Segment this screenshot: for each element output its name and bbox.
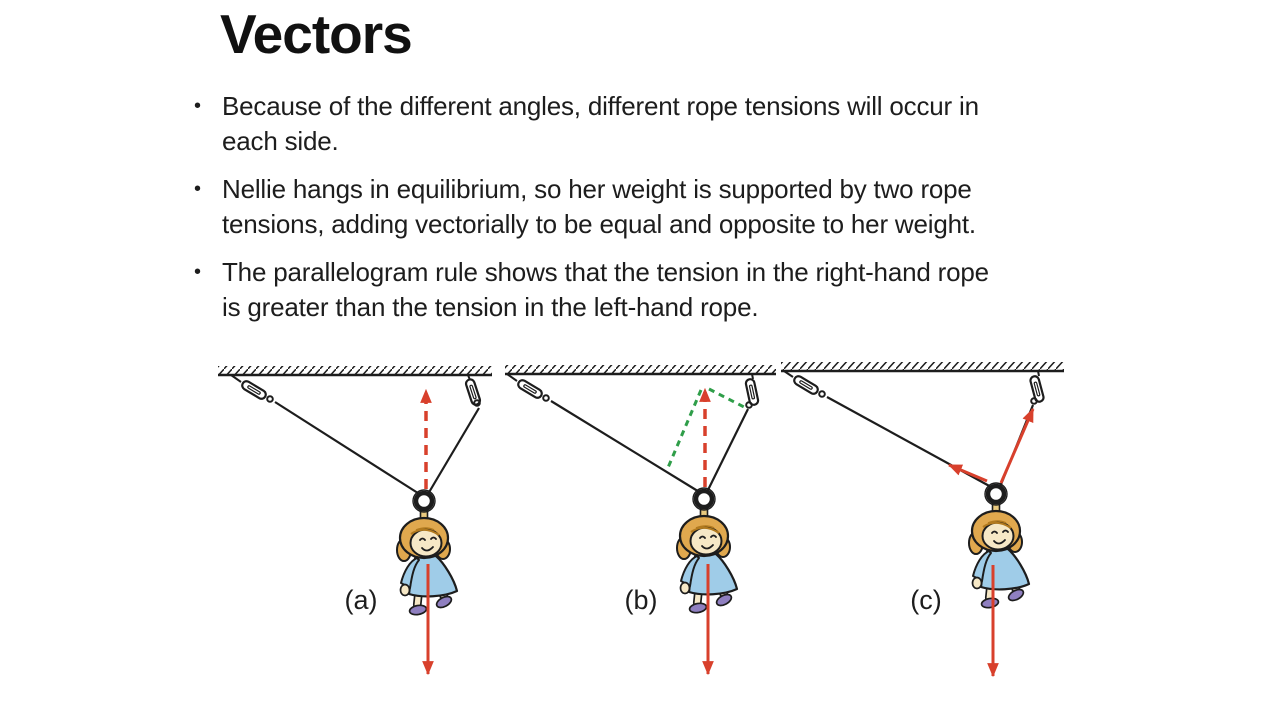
bullet-text: Because of the different angles, differe… bbox=[222, 89, 979, 159]
panel-label: (b) bbox=[625, 585, 658, 615]
eyebolt-anchor bbox=[464, 374, 482, 407]
bullet-item: • Because of the different angles, diffe… bbox=[194, 89, 1124, 159]
bullet-line: each side. bbox=[222, 126, 339, 156]
tension-arrow bbox=[947, 463, 988, 483]
rope bbox=[274, 401, 422, 496]
eyebolt-anchor bbox=[506, 373, 550, 402]
bullet-line: The parallelogram rule shows that the te… bbox=[222, 257, 989, 287]
figure-panel-b: (b) bbox=[505, 365, 776, 676]
bullet-marker: • bbox=[194, 95, 202, 117]
tension-arrow bbox=[999, 407, 1035, 484]
bullet-text: The parallelogram rule shows that the te… bbox=[222, 255, 989, 325]
bullet-item: • The parallelogram rule shows that the … bbox=[194, 255, 1124, 325]
slide-title: Vectors bbox=[220, 3, 413, 65]
rope bbox=[427, 407, 480, 495]
bullet-text: Nellie hangs in equilibrium, so her weig… bbox=[222, 172, 976, 242]
parallelogram-dash bbox=[665, 389, 703, 471]
panel-label: (c) bbox=[910, 585, 941, 615]
eyebolt-anchor bbox=[783, 370, 826, 398]
ceiling-hatching bbox=[781, 362, 1064, 371]
rope bbox=[550, 400, 702, 494]
rope bbox=[706, 408, 749, 493]
eyebolt-anchor bbox=[744, 373, 760, 409]
bullet-marker: • bbox=[194, 261, 202, 283]
bullet-line: tensions, adding vectorially to be equal… bbox=[222, 209, 976, 239]
figure-panel-a: (a) bbox=[218, 366, 492, 676]
bullet-list: • Because of the different angles, diffe… bbox=[194, 89, 1124, 338]
ceiling-hatching bbox=[505, 365, 776, 374]
figure-panel-c: (c) bbox=[781, 362, 1064, 678]
bullet-line: Because of the different angles, differe… bbox=[222, 91, 979, 121]
parallelogram-dash bbox=[708, 387, 745, 409]
panel-label: (a) bbox=[345, 585, 378, 615]
bullet-marker: • bbox=[194, 178, 202, 200]
bullet-line: Nellie hangs in equilibrium, so her weig… bbox=[222, 174, 972, 204]
nellie-figure bbox=[969, 483, 1029, 609]
ceiling-hatching bbox=[218, 366, 492, 375]
bullet-line: is greater than the tension in the left-… bbox=[222, 292, 759, 322]
eyebolt-anchor bbox=[1029, 370, 1045, 405]
eyebolt-anchor bbox=[230, 374, 274, 403]
bullet-item: • Nellie hangs in equilibrium, so her we… bbox=[194, 172, 1124, 242]
